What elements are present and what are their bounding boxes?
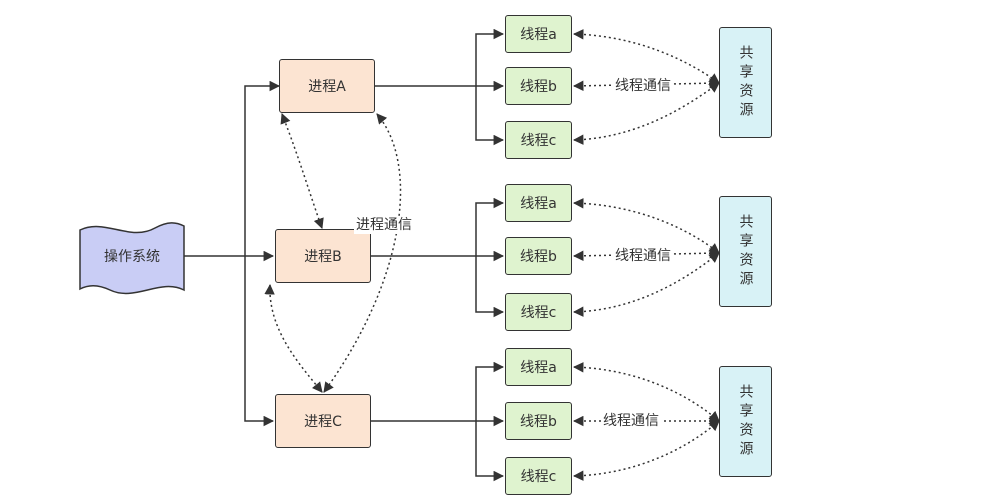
process-b-thread-b[interactable]: 线程b — [505, 237, 572, 275]
process-a-node[interactable]: 进程A — [279, 59, 375, 113]
shared-resource-c-label: 共享资源 — [737, 383, 754, 460]
thread-comm-connectors-a — [572, 29, 721, 145]
process-b-thread-a[interactable]: 线程a — [505, 184, 572, 222]
thread-comm-label-b: 线程通信 — [613, 247, 673, 265]
os-label: 操作系统 — [104, 249, 160, 265]
shared-resource-c[interactable]: 共享资源 — [719, 366, 772, 477]
os-to-process-connectors — [184, 80, 281, 427]
process-a-thread-a[interactable]: 线程a — [505, 15, 572, 53]
shared-resource-a-label: 共享资源 — [737, 44, 754, 121]
process-c-thread-connectors — [371, 361, 505, 482]
thread-comm-connectors-b — [572, 198, 721, 317]
thread-comm-label-c: 线程通信 — [601, 412, 661, 430]
process-a-thread-connectors — [375, 28, 505, 146]
process-c-thread-c[interactable]: 线程c — [505, 457, 572, 495]
process-a-thread-b[interactable]: 线程b — [505, 67, 572, 105]
shared-resource-b[interactable]: 共享资源 — [719, 196, 772, 307]
process-b-node[interactable]: 进程B — [275, 229, 371, 283]
process-c-node[interactable]: 进程C — [275, 394, 371, 448]
thread-comm-label-a: 线程通信 — [613, 77, 673, 95]
shared-resource-b-label: 共享资源 — [737, 213, 754, 290]
process-c-thread-b[interactable]: 线程b — [505, 402, 572, 440]
process-c-thread-a[interactable]: 线程a — [505, 348, 572, 386]
process-b-thread-c[interactable]: 线程c — [505, 293, 572, 331]
process-a-thread-c[interactable]: 线程c — [505, 121, 572, 159]
process-b-thread-connectors — [371, 197, 505, 318]
shared-resource-a[interactable]: 共享资源 — [719, 27, 772, 138]
process-comm-label: 进程通信 — [354, 216, 414, 234]
thread-comm-connectors-c — [572, 362, 721, 481]
os-shape — [79, 222, 185, 295]
